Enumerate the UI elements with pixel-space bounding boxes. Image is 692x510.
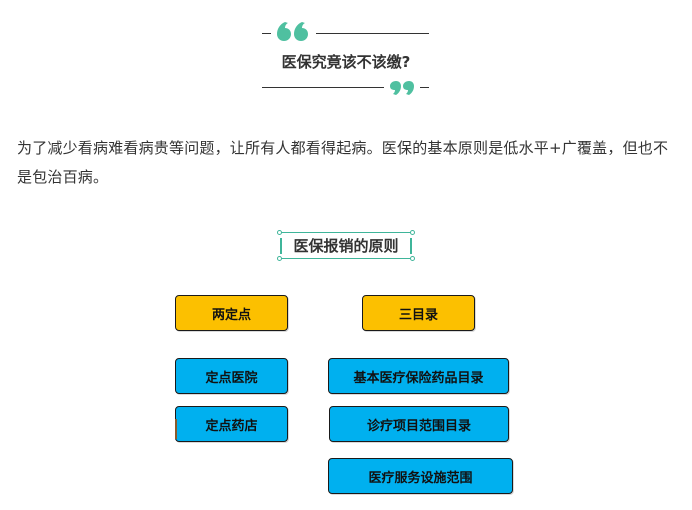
open-quote-icon (277, 22, 308, 41)
node-drug-catalog: 基本医疗保险药品目录 (328, 358, 509, 394)
section-title-left-bar (280, 238, 282, 254)
section-title-right-bar (410, 238, 412, 254)
node-edge-mark (175, 419, 177, 439)
intro-paragraph: 为了减少看病难看病贵等问题，让所有人都看得起病。医保的基本原则是低水平+广覆盖，… (17, 139, 669, 186)
corner-dot-icon (410, 230, 415, 235)
node-two-designated: 两定点 (175, 295, 288, 331)
header-top-line-left (262, 33, 271, 34)
node-designated-pharmacy: 定点药店 (175, 406, 288, 442)
header-bottom-line-left (262, 87, 384, 88)
section-title: 医保报销的原则 (293, 237, 399, 255)
node-treatment-catalog: 诊疗项目范围目录 (329, 406, 509, 442)
header-top-line-right (316, 33, 429, 34)
node-three-catalogs: 三目录 (362, 295, 475, 331)
corner-dot-icon (410, 256, 415, 261)
header-bottom-line-right (420, 87, 429, 88)
corner-dot-icon (277, 230, 282, 235)
node-facility-scope: 医疗服务设施范围 (328, 458, 513, 494)
close-quote-icon (390, 81, 414, 95)
corner-dot-icon (277, 256, 282, 261)
article-headline: 医保究竟该不该缴? (281, 53, 411, 71)
section-title-box: 医保报销的原则 (277, 230, 415, 261)
node-designated-hospital: 定点医院 (175, 358, 288, 394)
